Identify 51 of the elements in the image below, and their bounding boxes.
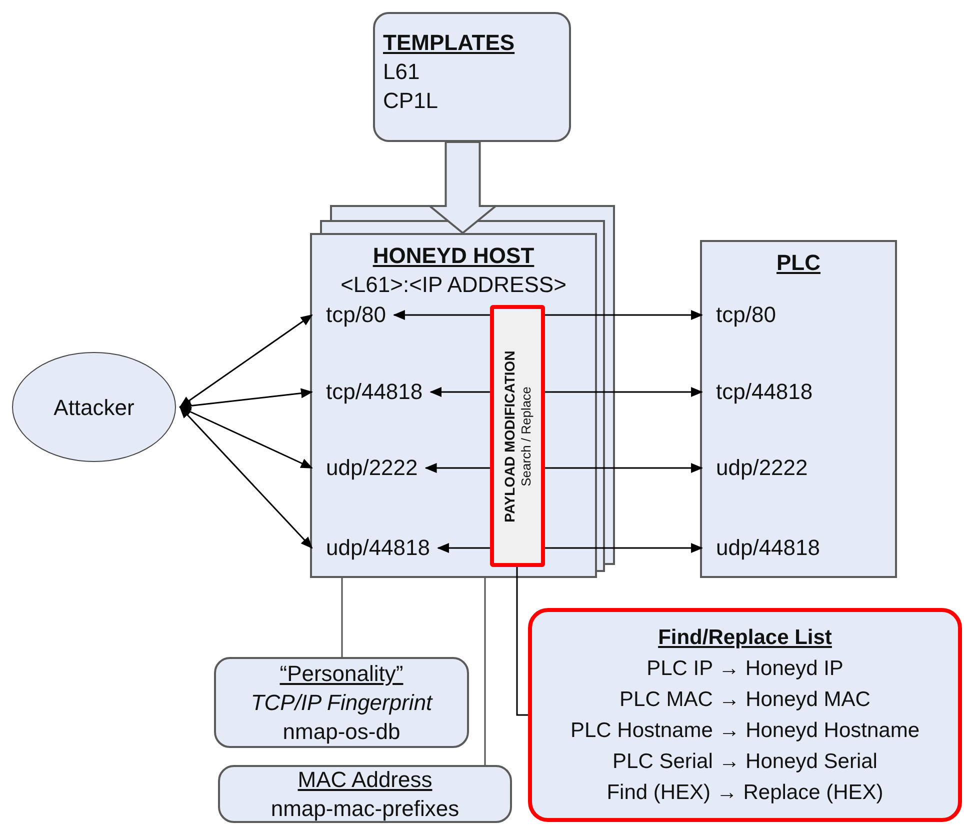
arrow	[179, 406, 313, 549]
arrow	[430, 387, 490, 397]
port-label: udp/2222	[312, 454, 426, 482]
box-text: PLC IP → Honeyd IP	[646, 656, 844, 682]
box-title: MAC Address	[296, 766, 434, 794]
host-box	[310, 233, 597, 578]
port-label: udp/44818	[312, 534, 438, 562]
box-text: PLC Hostname → Honeyd Hostname	[570, 718, 920, 744]
box-text: TCP/IP Fingerprint	[250, 689, 434, 717]
box-text: PLC Serial → Honeyd Serial	[612, 749, 878, 775]
port-label: tcp/44818	[312, 378, 431, 406]
plc-box	[700, 240, 897, 578]
find-replace-box	[528, 608, 962, 822]
port-label: tcp/44818	[702, 378, 821, 406]
arrow	[545, 387, 703, 397]
payload-box	[490, 305, 545, 567]
box-label: PLC	[776, 249, 822, 277]
arrow	[179, 406, 313, 469]
arrow	[179, 388, 313, 411]
arrow	[179, 314, 313, 408]
connector-line	[341, 578, 343, 657]
arrow	[545, 543, 703, 553]
port-label: udp/2222	[702, 454, 816, 482]
box-text: <L61>:<IP ADDRESS>	[340, 271, 568, 299]
box-text: L61	[383, 58, 421, 86]
box-text: nmap-os-db	[282, 718, 402, 746]
box-title: PAYLOAD MODIFICATION	[501, 349, 518, 524]
port-label: tcp/80	[312, 301, 394, 329]
box-text: Find (HEX) → Replace (HEX)	[606, 780, 884, 806]
arrow	[424, 463, 490, 473]
box-title: Find/Replace List	[657, 625, 833, 651]
port-label: tcp/80	[702, 301, 784, 329]
box-title: TEMPLATES	[383, 29, 516, 57]
mac-address-box	[218, 765, 512, 823]
connector-line	[516, 567, 528, 716]
block-arrow	[426, 141, 499, 234]
arrow	[392, 310, 490, 320]
connector-line	[484, 578, 486, 765]
box-text: CP1L	[383, 87, 440, 115]
box-title: HONEYD HOST	[372, 242, 536, 270]
box-label: Attacker	[54, 394, 134, 422]
box-title: “Personality”	[278, 660, 404, 688]
arrow	[545, 310, 703, 320]
box-text: PLC MAC → Honeyd MAC	[618, 687, 872, 713]
box-subtitle: Search / Replace	[518, 385, 534, 488]
template-box	[373, 12, 571, 142]
arrow	[545, 463, 703, 473]
port-label: udp/44818	[702, 534, 828, 562]
personality-box	[214, 657, 469, 748]
arrow	[437, 543, 490, 553]
box-text: nmap-mac-prefixes	[270, 795, 460, 823]
